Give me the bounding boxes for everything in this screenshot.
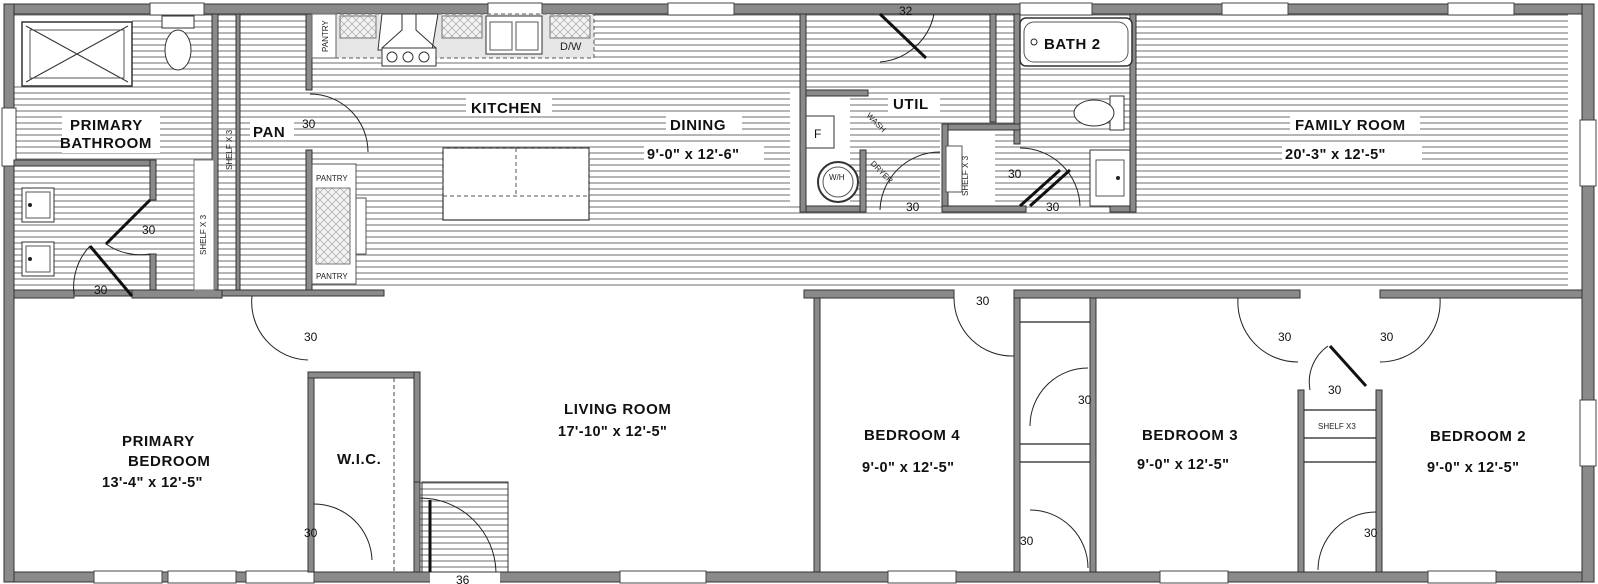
door-label: 30 (1008, 167, 1022, 181)
door-label: 30 (1328, 383, 1342, 397)
primary-bedroom-label: PRIMARY (122, 433, 195, 450)
water-heater-label: W/H (829, 173, 845, 182)
pantry-label: PANTRY (316, 272, 348, 281)
door-label: 30 (304, 330, 318, 344)
interior-walls (13, 13, 1583, 573)
shelf-label: SHELF X3 (1318, 422, 1356, 431)
door-label: 30 (1380, 330, 1394, 344)
door-label: 30 (302, 117, 316, 131)
shelf-label: SHELF X 3 (961, 155, 970, 196)
primary-bedroom-dims: 13'-4" x 12'-5" (102, 475, 203, 491)
shelf-label: SHELF X 3 (225, 129, 234, 170)
primary-bedroom-label: BEDROOM (128, 453, 211, 470)
toilet-icon (1073, 95, 1125, 131)
bedroom3-dims: 9'-0" x 12'-5" (1137, 457, 1229, 473)
kitchen-sink-icon (485, 15, 543, 55)
dining-dims: 9'-0" x 12'-6" (647, 147, 739, 163)
pan-label: PAN (253, 124, 285, 141)
closet-fixtures: SHELF X3 (393, 321, 1376, 573)
dining-label: DINING (670, 117, 726, 134)
living-room-label: LIVING ROOM (564, 401, 671, 418)
door-label: 30 (976, 294, 990, 308)
sink-icon (1089, 149, 1131, 207)
bath2-fixtures (1019, 17, 1133, 207)
door-label: 30 (906, 200, 920, 214)
primary-bathroom-label: PRIMARY (70, 117, 143, 134)
water-heater-icon (817, 161, 859, 203)
wic-label: W.I.C. (337, 451, 381, 468)
bedroom3-label: BEDROOM 3 (1142, 427, 1238, 444)
sink-icon (21, 241, 55, 277)
shelf-label: SHELF X 3 (199, 214, 208, 255)
family-room-label: FAMILY ROOM (1295, 117, 1406, 134)
util-label: UTIL (893, 96, 929, 113)
door-label: 30 (1020, 534, 1034, 548)
family-room-dims: 20'-3" x 12'-5" (1285, 147, 1386, 163)
bedroom4-label: BEDROOM 4 (864, 427, 960, 444)
kitchen-fixtures: PANTRY D/W PANTRY PANTRY (311, 13, 595, 285)
sink-icon (21, 187, 55, 223)
dishwasher-label: D/W (560, 41, 582, 53)
range-hood-icon (377, 13, 439, 51)
room-labels: PRIMARY BATHROOM PAN KITCHEN DINING 9'-0… (60, 36, 1526, 491)
pantry-label: PANTRY (321, 20, 330, 52)
primary-bathroom-label: BATHROOM (60, 135, 152, 152)
bedroom2-label: BEDROOM 2 (1430, 428, 1526, 445)
pantry-label: PANTRY (316, 174, 348, 183)
bedroom2-dims: 9'-0" x 12'-5" (1427, 460, 1519, 476)
door-label: 30 (94, 283, 108, 297)
doors (73, 12, 1441, 573)
bath2-label: BATH 2 (1044, 36, 1101, 53)
furnace-label: F (814, 127, 821, 141)
bedroom4-dims: 9'-0" x 12'-5" (862, 460, 954, 476)
living-room-dims: 17'-10" x 12'-5" (558, 424, 667, 440)
door-label: 32 (899, 4, 913, 18)
primary-bathroom-fixtures: SHELF X 3 SHELF X 3 (21, 15, 234, 291)
door-label: 30 (1046, 200, 1060, 214)
door-label: 36 (456, 573, 470, 584)
door-label: 30 (1078, 393, 1092, 407)
toilet-icon (161, 15, 195, 71)
stove-icon (381, 47, 437, 67)
door-label: 30 (304, 526, 318, 540)
door-label: 30 (1364, 526, 1378, 540)
door-label: 30 (142, 223, 156, 237)
door-label: 30 (1278, 330, 1292, 344)
door-labels: 32 30 30 30 30 30 30 30 30 36 30 30 30 3… (94, 4, 1394, 584)
kitchen-label: KITCHEN (471, 100, 542, 117)
